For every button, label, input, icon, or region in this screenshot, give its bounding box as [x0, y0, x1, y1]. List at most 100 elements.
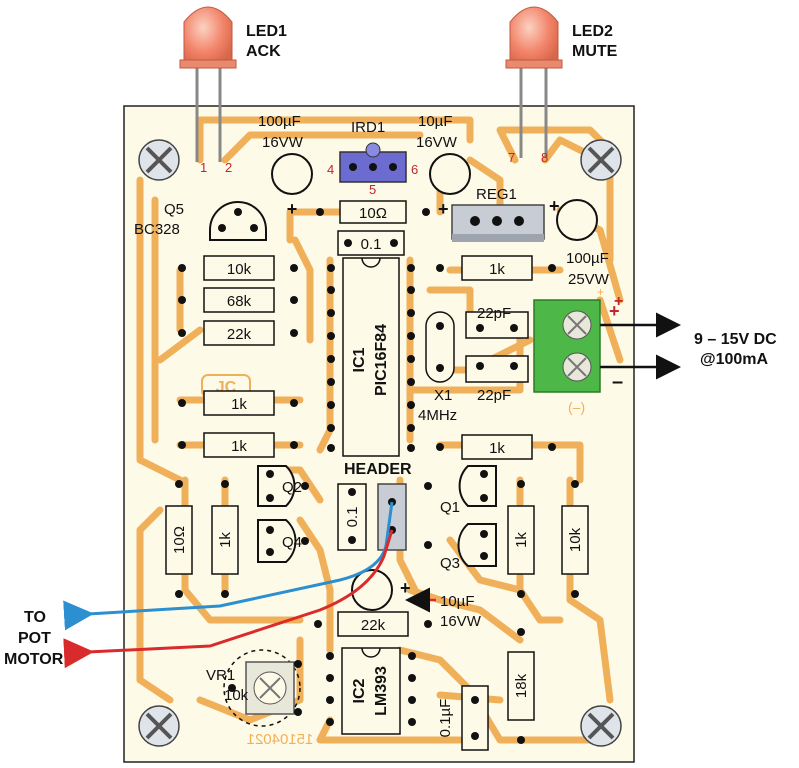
svg-text:22pF: 22pF: [477, 305, 511, 322]
cap-22pf-a: 22pF: [465, 305, 529, 339]
cap-100uf-16vw-label-1: 100µF: [258, 113, 301, 130]
svg-text:REG1: REG1: [476, 186, 517, 203]
svg-text:1k: 1k: [231, 438, 247, 455]
svg-text:10k: 10k: [224, 687, 249, 704]
mounting-hole-bottom-left: [138, 705, 180, 747]
svg-text:1k: 1k: [513, 532, 530, 548]
trimpot-vr1: VR1 10k: [206, 649, 302, 727]
led1: LED1 ACK 1 2: [179, 6, 287, 175]
cap-22pf-b: 22pF: [465, 355, 529, 404]
ird1-pin4: 4: [327, 162, 334, 177]
svg-text:+: +: [400, 578, 411, 598]
cap-0.1-top: 0.1: [337, 230, 405, 256]
svg-text:LM393: LM393: [373, 666, 390, 716]
ic1-pic16f84: IC1 PIC16F84: [327, 257, 415, 457]
svg-text:22pF: 22pF: [477, 387, 511, 404]
svg-text:+: +: [609, 301, 620, 321]
svg-text:25VW: 25VW: [568, 271, 610, 288]
resistor-10k-left: 10k: [178, 255, 298, 281]
svg-text:1k: 1k: [489, 261, 505, 278]
svg-text:10Ω: 10Ω: [171, 526, 188, 554]
svg-text:0.1: 0.1: [344, 507, 361, 528]
svg-text:+: +: [438, 199, 449, 219]
q5-ref: Q5: [164, 201, 184, 218]
resistor-10ohm-top: 10Ω: [316, 200, 430, 224]
led2-pin8: 8: [541, 150, 548, 165]
svg-text:15104021: 15104021: [247, 731, 314, 748]
cap-100uf-25vw: + 100µF 25VW: [549, 196, 610, 288]
led2: LED2 MUTE 7 8: [505, 6, 618, 165]
led2-pin7: 7: [508, 150, 515, 165]
svg-text:10µF: 10µF: [418, 113, 453, 130]
svg-text:HEADER: HEADER: [344, 461, 412, 478]
mounting-hole-top-left: [138, 139, 180, 181]
mounting-hole-top-right: [580, 139, 622, 181]
svg-text:1k: 1k: [217, 532, 234, 548]
crystal-x1: X1 4MHz: [418, 311, 457, 424]
led1-pin2: 2: [225, 160, 232, 175]
svg-text:MOTOR: MOTOR: [4, 651, 64, 668]
transistor-q2: Q2: [257, 465, 309, 507]
resistor-22k-bottom: 22k: [314, 611, 432, 637]
svg-text:10Ω: 10Ω: [359, 205, 387, 222]
svg-text:1k: 1k: [489, 440, 505, 457]
svg-text:22k: 22k: [227, 326, 252, 343]
resistor-1k-b: 1k: [178, 432, 298, 458]
svg-text:18k: 18k: [513, 673, 530, 698]
cap-100uf-16vw-label-2: 16VW: [262, 134, 304, 151]
power-terminal-block: + (–) +: [533, 285, 620, 415]
svg-text:–: –: [612, 371, 623, 393]
svg-text:POT: POT: [18, 630, 51, 647]
svg-text:0.1µF: 0.1µF: [437, 699, 454, 738]
led2-function: MUTE: [572, 43, 618, 60]
led2-ref: LED2: [572, 23, 613, 40]
q5-part: BC328: [134, 221, 180, 238]
ic2-lm393: IC2 LM393: [326, 647, 416, 735]
svg-text:Q4: Q4: [282, 534, 302, 551]
header-connector: HEADER: [344, 461, 412, 551]
regulator-reg1: REG1: [451, 186, 545, 242]
svg-text:1k: 1k: [231, 396, 247, 413]
svg-text:68k: 68k: [227, 293, 252, 310]
mounting-hole-bottom-right: [580, 705, 622, 747]
ird1-pin5: 5: [369, 182, 376, 197]
resistor-68k: 68k: [178, 287, 298, 313]
cap-10uf-16vw-bottom: + 10µF 16VW: [351, 569, 482, 630]
led1-pin1: 1: [200, 160, 207, 175]
resistor-18k: 18k: [507, 628, 535, 744]
resistor-1k-right-top: 1k: [436, 255, 556, 281]
svg-text:10µF: 10µF: [440, 593, 475, 610]
resistor-1k-a: 1k: [178, 390, 298, 416]
cap-0.1uf-bottom: 0.1µF: [437, 685, 489, 751]
power-current-label: @100mA: [700, 351, 769, 368]
mounting-holes: [138, 139, 622, 747]
svg-text:10k: 10k: [567, 527, 584, 552]
ird1-pin6: 6: [411, 162, 418, 177]
svg-text:22k: 22k: [361, 617, 386, 634]
svg-text:100µF: 100µF: [566, 250, 609, 267]
svg-text:+: +: [614, 293, 623, 310]
power-input: + – 9 – 15V DC @100mA: [600, 293, 777, 393]
transistor-q4: Q4: [257, 519, 309, 563]
svg-text:+: +: [549, 196, 560, 216]
svg-text:+: +: [287, 199, 298, 219]
ird1-ref: IRD1: [351, 119, 385, 136]
svg-text:Q3: Q3: [440, 555, 460, 572]
led1-function: ACK: [246, 43, 281, 60]
led1-ref: LED1: [246, 23, 287, 40]
resistor-1k-right-mid: 1k: [436, 434, 556, 460]
svg-text:TO: TO: [24, 609, 46, 626]
svg-text:IC1: IC1: [351, 347, 368, 372]
power-voltage-label: 9 – 15V DC: [694, 331, 777, 348]
transistor-q1: Q1: [424, 465, 497, 516]
svg-text:PIC16F84: PIC16F84: [373, 324, 390, 396]
ir-receiver-ird1: IRD1 4 5 6: [327, 119, 418, 197]
motor-wires: [63, 501, 394, 669]
cap-10uf-16vw-top: + 10µF 16VW: [416, 113, 471, 219]
resistor-10k-bottom-right: 10k: [561, 480, 589, 598]
resistor-10ohm-bottom: 10Ω: [165, 480, 193, 598]
svg-text:X1: X1: [434, 387, 452, 404]
svg-text:16VW: 16VW: [440, 613, 482, 630]
motor-label: TO POT MOTOR: [4, 609, 64, 668]
